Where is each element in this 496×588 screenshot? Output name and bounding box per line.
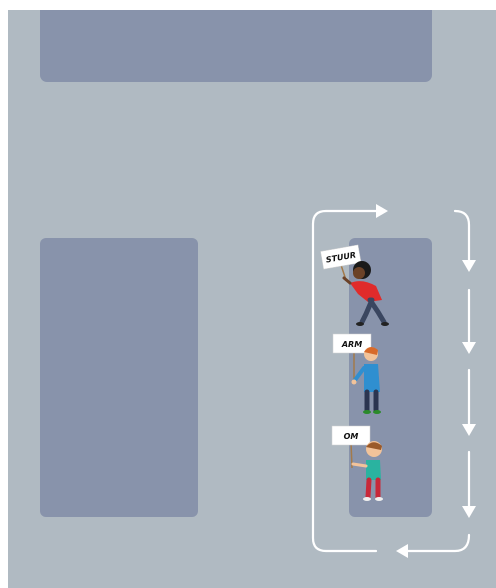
sign-om-text: OM xyxy=(344,432,359,441)
arrow-down-icon xyxy=(462,424,476,436)
arrow-down-icon xyxy=(462,506,476,518)
kid-stuur: STUUR xyxy=(321,245,389,326)
arrow-down-icon xyxy=(462,260,476,272)
arrow-right-icon xyxy=(376,204,388,218)
arrow-left-icon xyxy=(396,544,408,558)
kid-arm: ARM xyxy=(333,334,381,414)
bottom-right-curve xyxy=(408,535,469,551)
kid-om: OM xyxy=(332,426,383,501)
sign-arm-text: ARM xyxy=(341,340,362,349)
sign-om: OM xyxy=(332,426,370,445)
arrow-down-icon xyxy=(462,342,476,354)
arrow-heads xyxy=(376,204,476,558)
right-top-curve xyxy=(455,211,469,262)
